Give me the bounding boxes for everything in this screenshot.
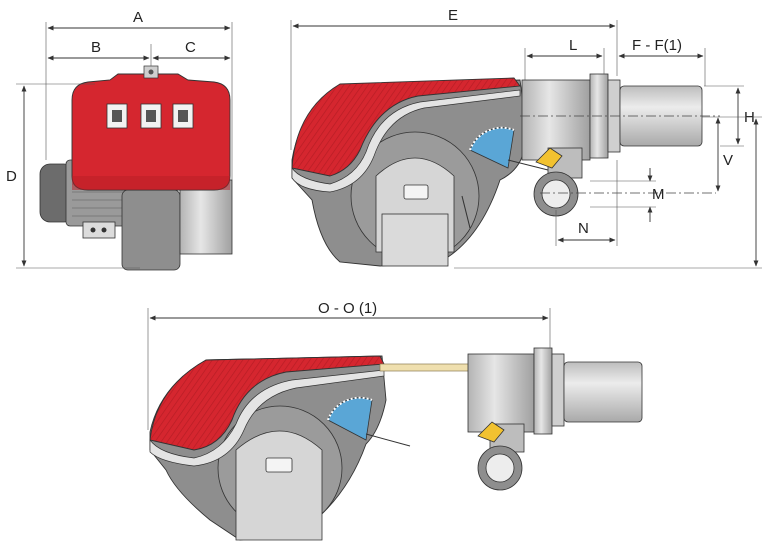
cover-windows [106,103,194,129]
front-view: A B C D [6,9,233,271]
head-flange [533,347,553,435]
label-m: M [652,186,665,203]
label-d: D [6,168,17,185]
gas-valve-lever [535,147,563,169]
damper-linkage [365,433,411,447]
label-a: A [133,9,143,26]
blast-tube-base [521,79,591,161]
damper-linkage [507,159,549,171]
label-b: B [91,39,101,56]
air-box-lower [381,213,449,267]
gas-valve-lever [477,421,505,443]
air-box [235,430,323,541]
label-o-o1: O - O (1) [318,300,377,317]
cover [71,73,231,191]
label-h: H [744,109,755,126]
lower-housing [121,189,181,271]
label-e: E [448,7,458,24]
terminal-box [82,221,116,239]
extended-view: O - O (1) [147,300,643,541]
combustion-head [563,361,643,423]
inspection-window [403,184,429,200]
side-view: E L F - F(1) H V M N [290,7,762,269]
inspection-window [265,457,293,473]
blast-tube-base [467,353,535,433]
label-l: L [569,37,577,54]
air-inlet [179,179,233,255]
cover-trim [291,89,521,193]
cover [149,355,385,451]
label-c: C [185,39,196,56]
cover [291,77,521,177]
extension-rod [379,363,471,372]
cover-trim [149,369,385,467]
label-v: V [723,152,733,169]
label-f-f1: F - F(1) [632,37,682,54]
label-n: N [578,220,589,237]
